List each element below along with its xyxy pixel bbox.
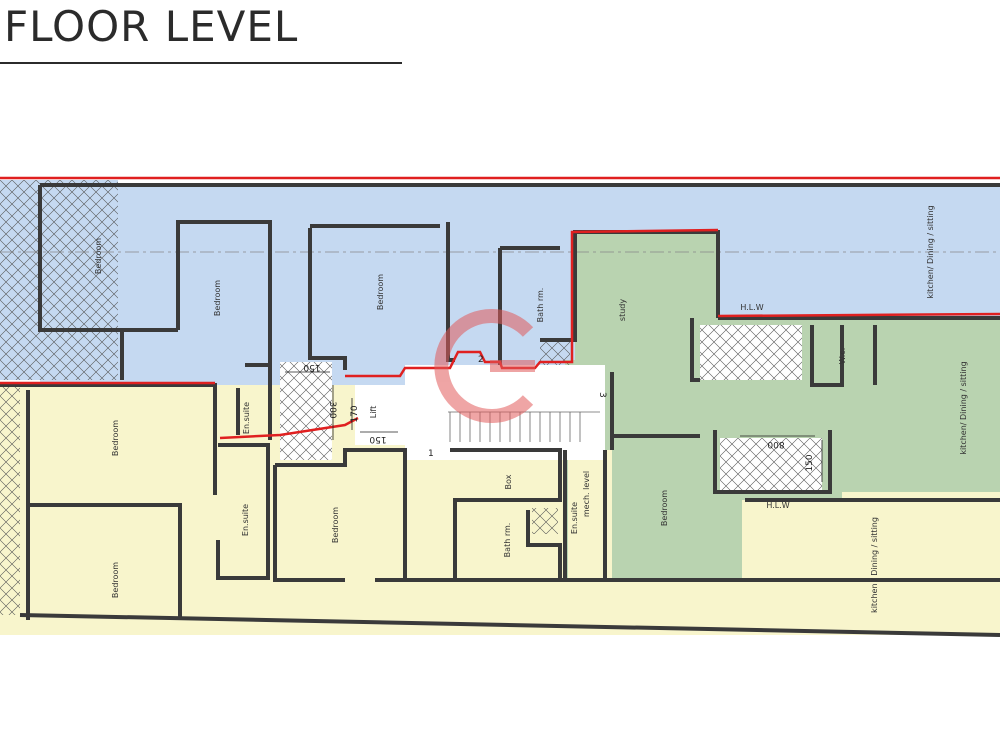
room-label-bedroom-y3: Bedroom <box>331 507 340 543</box>
room-label-kds-mid: kitchen/ Dining / sitting <box>959 361 968 454</box>
title-underline <box>0 62 402 64</box>
room-label-ensuite-top: En.suite <box>242 402 251 434</box>
room-label-bedroom-c: Bedroom <box>376 274 385 310</box>
hatched-lightwell-right-bottom-pattern <box>720 438 822 490</box>
room-label-lift: Lift <box>369 406 378 419</box>
room-label-bedroom-y1: Bedroom <box>111 420 120 456</box>
room-label-ensuite-y: En.suite <box>241 504 250 536</box>
stair-number-2: 2 <box>478 355 484 365</box>
stair-number-1: 1 <box>428 449 434 459</box>
stair-number-3: 3 <box>597 392 607 398</box>
room-label-ensuite-mech: En.suite <box>570 502 579 534</box>
room-label-bedroom-a: Bedroom <box>94 238 103 274</box>
room-label-bedroom-g: Bedroom <box>660 490 669 526</box>
hlw-label-top: H.L.W <box>740 303 763 312</box>
dimension-800: 800 <box>767 439 784 449</box>
room-label-kds-bottom: kitchen / Dining / sitting <box>870 517 879 613</box>
room-label-bedroom-b: Bedroom <box>213 280 222 316</box>
lift-core <box>355 385 405 445</box>
hlw-label-bottom: H.L.W <box>766 501 789 510</box>
hatched-shaft-small-2 <box>532 508 558 534</box>
dimension-170: 170 <box>350 405 360 422</box>
hatched-lightwell-right-top-pattern <box>700 325 802 380</box>
walls <box>0 183 1000 637</box>
watermark-logo <box>434 309 535 423</box>
room-label-bathrm-top: Bath rm. <box>536 288 545 323</box>
hatched-strip-left <box>0 385 20 615</box>
dimension-150-lift: 150 <box>369 434 386 444</box>
dimension-300: 300 <box>327 401 337 418</box>
room-label-study: study <box>618 299 627 321</box>
page-title: FLOOR LEVEL <box>4 2 299 51</box>
hatched-shaft-center-pattern <box>280 362 332 460</box>
dimension-lines <box>285 371 823 482</box>
dimension-150-right: 150 <box>805 454 815 471</box>
room-label-box: Box <box>504 474 513 489</box>
room-label-wc: W.c. <box>838 348 847 364</box>
room-label-mech-level: mech. level <box>582 471 591 517</box>
room-label-kds-top: kitchen/ Dining / sitting <box>926 205 935 298</box>
room-label-bedroom-y2: Bedroom <box>111 562 120 598</box>
hatched-lightwell-left-pattern <box>0 180 118 380</box>
room-label-bathrm-y: Bath rm. <box>503 523 512 558</box>
dimension-150-top: 150 <box>303 362 320 372</box>
